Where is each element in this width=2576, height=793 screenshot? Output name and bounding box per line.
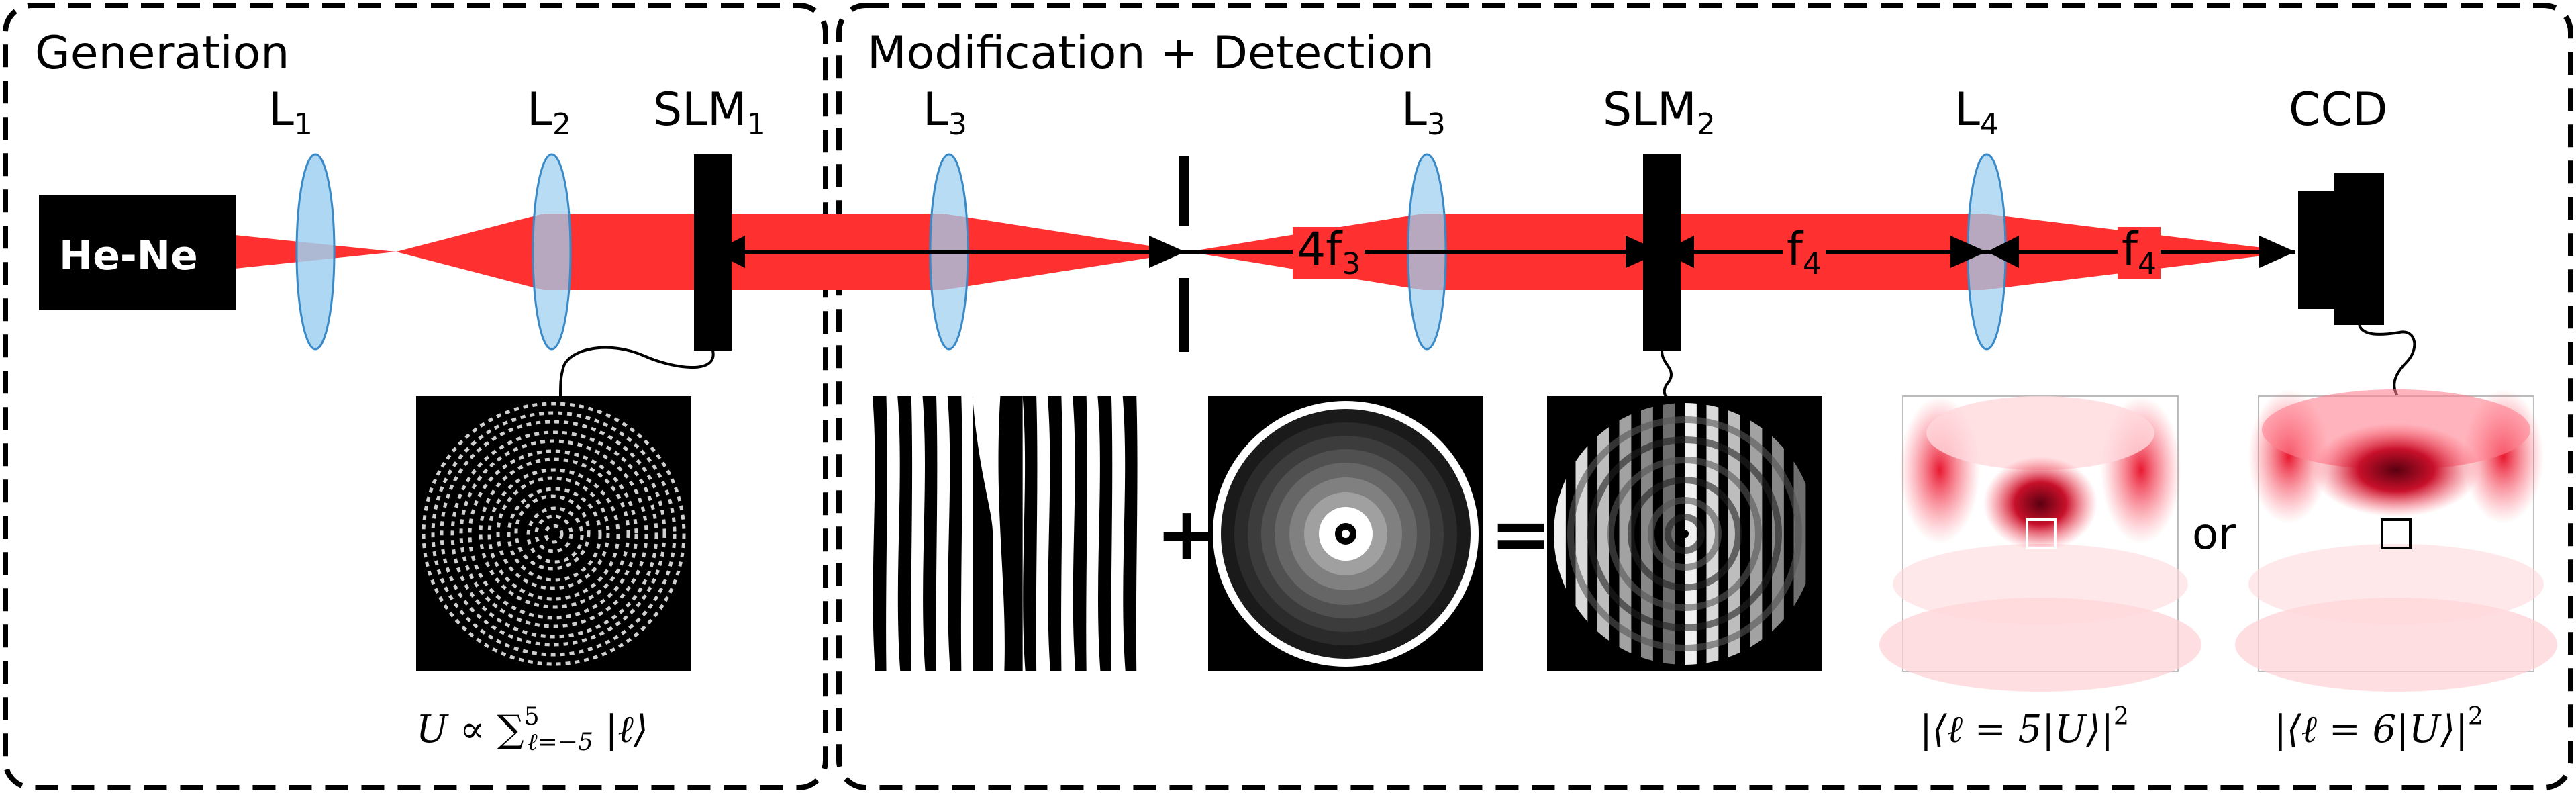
grating-stripe [998, 396, 1023, 671]
grating-stripe [1022, 396, 1038, 671]
combined-stripe [1619, 403, 1632, 665]
label-slm1: SLM1 [653, 83, 766, 142]
he-ne-laser [39, 195, 236, 310]
combined-ring [1665, 514, 1705, 554]
caption-superposition: U ∝ ∑5ℓ=−5 |ℓ⟩ [416, 703, 648, 756]
label-l2: L2 [527, 83, 571, 142]
combined-ring [1607, 457, 1762, 611]
grating-stripe [1047, 396, 1062, 671]
iris-aperture-top [1179, 156, 1189, 226]
fork-grating-pattern [873, 396, 1148, 671]
label-l3a: L3 [923, 83, 967, 142]
combined-stripe [1685, 403, 1697, 665]
lens-phase-pattern [1208, 396, 1483, 671]
modification-frame [836, 3, 2573, 790]
distance-label-f4-a: f4 [1783, 227, 1826, 279]
ccd-image-l5 [1879, 395, 2201, 692]
caption-meas5: |⟨ℓ = 5|U⟩|2 [1920, 703, 2129, 751]
grating-stripe [873, 396, 887, 671]
lens-l1 [295, 153, 336, 351]
combined-hologram-pattern [1547, 396, 1822, 671]
laser-label: He-Ne [59, 232, 198, 279]
ccd-image-l6 [2235, 389, 2557, 692]
lens-l2 [532, 153, 572, 351]
iris-aperture-bottom [1179, 278, 1189, 352]
slm1-cable [559, 346, 715, 397]
grating-stripe [947, 396, 962, 671]
section-title-modification: Modification + Detection [867, 27, 1435, 80]
or-label: or [2192, 510, 2236, 559]
plus-operator: + [1156, 491, 1218, 577]
label-l4: L4 [1954, 83, 1999, 142]
label-l1: L1 [268, 83, 313, 142]
grating-stripe [1122, 396, 1138, 671]
distance-label-f4-b: f4 [2118, 227, 2161, 279]
caption-meas6: |⟨ℓ = 6|U⟩|2 [2274, 703, 2483, 751]
grating-stripe [973, 396, 993, 671]
combined-stripe [1597, 403, 1609, 665]
equals-operator: = [1490, 491, 1552, 577]
ccd-camera [2298, 173, 2384, 325]
grating-stripe [1097, 396, 1113, 671]
combined-ring [1628, 477, 1742, 591]
label-ccd: CCD [2289, 83, 2388, 136]
combined-ring [1648, 497, 1722, 571]
generation-frame [3, 3, 828, 790]
grating-stripe [922, 396, 938, 671]
section-title-generation: Generation [35, 27, 290, 80]
grating-stripe [1073, 396, 1087, 671]
slm2-cable [1661, 350, 1673, 400]
label-slm2: SLM2 [1603, 83, 1716, 142]
label-l3b: L3 [1401, 83, 1446, 142]
distance-label-4f3: 4f3 [1293, 227, 1365, 279]
combined-ring [1567, 416, 1802, 651]
combined-stripe [1728, 403, 1740, 665]
combined-stripe [1575, 403, 1588, 665]
combined-ring [1587, 436, 1782, 631]
hologram-pattern [416, 396, 691, 671]
grating-stripe [897, 396, 913, 671]
